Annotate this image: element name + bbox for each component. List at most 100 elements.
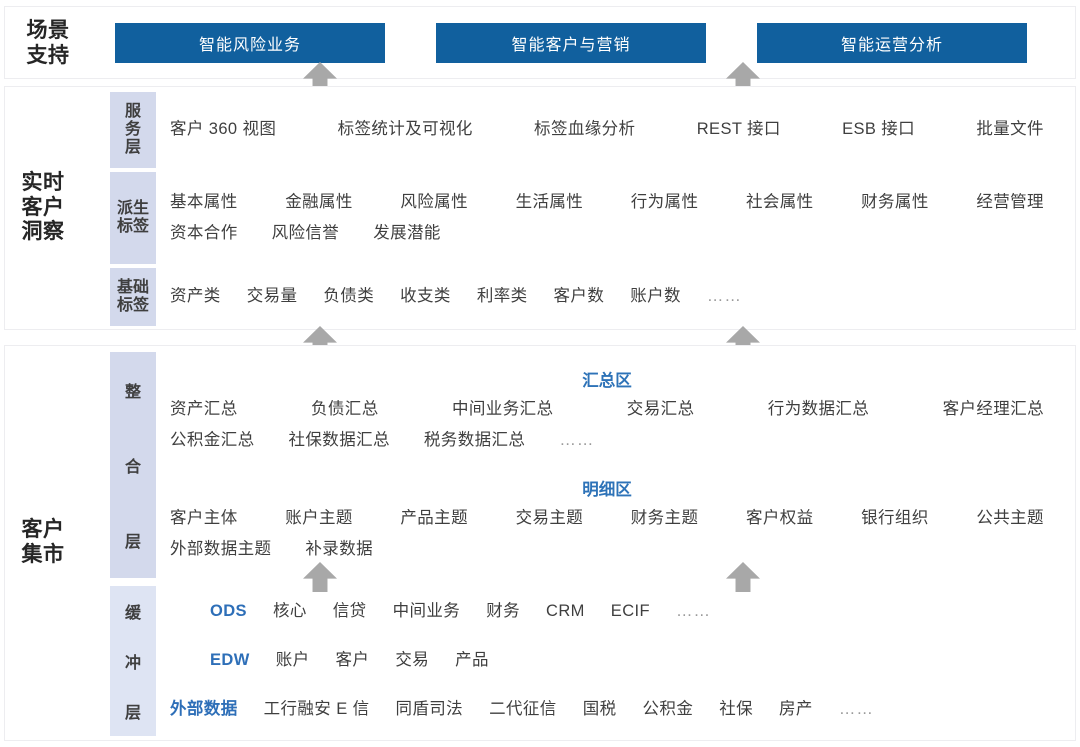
scene-support-section: 场景 支持 智能风险业务 智能客户与营销 智能运营分析 [4,6,1076,79]
scene-support-group-label: 场景 支持 [5,7,91,80]
buffer-ods-ecif[interactable]: ECIF [610,602,650,621]
scene-button-customer-marketing[interactable]: 智能客户与营销 [436,23,706,63]
detail-item-transaction-subject[interactable]: 交易主题 [515,509,584,528]
derived-item-life[interactable]: 生活属性 [515,192,584,211]
basic-item-account-count[interactable]: 账户数 [630,287,681,306]
derived-item-credit[interactable]: 风险信誉 [271,224,340,242]
detail-item-public-subject[interactable]: 公共主题 [976,509,1044,528]
basic-item-interest-rate[interactable]: 利率类 [476,287,528,306]
insight-label-line-3: 洞察 [21,220,65,244]
summary-item-ellipsis: …… [559,431,595,450]
basic-item-liabilities[interactable]: 负债类 [323,287,375,306]
buffer-ods-credit[interactable]: 信贷 [332,602,367,621]
derived-item-finance[interactable]: 财务属性 [861,192,929,211]
buffer-layer-row: 缓 冲 层 ODS 核心 信贷 中间业务 财务 CRM ECIF …… [110,586,1066,736]
service-layer-band: 服 务 层 [110,92,156,168]
derived-tag-layer-label: 派生 标签 [115,200,151,236]
summary-zone-row-2: 公积金汇总 社保数据汇总 税务数据汇总 …… [170,425,1044,456]
buffer-external-social-security[interactable]: 社保 [719,700,754,719]
derived-item-risk[interactable]: 风险属性 [400,192,468,211]
derived-item-financial[interactable]: 金融属性 [285,192,353,211]
service-item-esb-api[interactable]: ESB 接口 [842,120,916,139]
summary-item-intermediary[interactable]: 中间业务汇总 [452,400,554,419]
derived-item-basic[interactable]: 基本属性 [170,192,238,211]
detail-zone-row-2: 外部数据主题 补录数据 [170,534,1044,565]
buffer-edw-product[interactable]: 产品 [455,651,489,670]
detail-item-bank-org[interactable]: 银行组织 [861,509,929,528]
buffer-edw-account[interactable]: 账户 [275,651,310,670]
basic-item-customer-count[interactable]: 客户数 [553,287,605,306]
summary-item-behavior-data[interactable]: 行为数据汇总 [767,400,870,419]
summary-item-housing-fund[interactable]: 公积金汇总 [170,431,255,450]
summary-item-account-manager[interactable]: 客户经理汇总 [942,400,1044,419]
service-layer-char-2: 务 [124,121,141,139]
buffer-layer-label: 缓 冲 层 [125,586,141,736]
buffer-external-tongdun-judicial[interactable]: 同盾司法 [395,700,464,719]
buffer-external-housing-fund[interactable]: 公积金 [642,700,694,719]
derived-tag-layer-row: 派生 标签 基本属性 金融属性 风险属性 生活属性 行为属性 社会属性 财务属性… [110,172,1066,264]
integration-layer-label: 整 合 层 [125,352,141,578]
scene-button-row: 智能风险业务 智能客户与营销 智能运营分析 [115,23,1027,63]
basic-item-assets[interactable]: 资产类 [170,287,221,306]
summary-zone-title: 汇总区 [582,372,632,391]
service-item-batch-file[interactable]: 批量文件 [976,120,1044,139]
buffer-ods-intermediary[interactable]: 中间业务 [392,602,461,621]
detail-item-supplementary-data[interactable]: 补录数据 [305,540,374,559]
detail-item-customer-entity[interactable]: 客户主体 [170,509,238,528]
derived-item-operation[interactable]: 经营管理 [976,192,1044,211]
detail-zone-row-1: 客户主体 账户主题 产品主题 交易主题 财务主题 客户权益 银行组织 公共主题 [170,503,1044,534]
buffer-edw-transaction[interactable]: 交易 [395,651,430,670]
detail-item-customer-rights[interactable]: 客户权益 [745,509,814,528]
derived-item-social[interactable]: 社会属性 [745,192,814,211]
basic-tag-items: 资产类 交易量 负债类 收支类 利率类 客户数 账户数 …… [170,281,1044,312]
buffer-ods-core[interactable]: 核心 [272,602,307,621]
summary-item-transaction[interactable]: 交易汇总 [626,400,695,419]
buffer-edw-accent[interactable]: EDW [210,651,250,670]
buffer-row-ods: ODS 核心 信贷 中间业务 财务 CRM ECIF …… [156,592,1058,632]
basic-item-income-expense[interactable]: 收支类 [400,287,451,306]
buffer-edw-customer[interactable]: 客户 [335,651,370,670]
service-item-rest-api[interactable]: REST 接口 [696,120,781,139]
basic-label-line-1: 基础 [116,279,149,297]
derived-item-behavior[interactable]: 行为属性 [630,192,699,211]
service-item-tag-stats[interactable]: 标签统计及可视化 [337,120,473,139]
derived-tag-row-1: 基本属性 金融属性 风险属性 生活属性 行为属性 社会属性 财务属性 经营管理 [170,187,1044,218]
buffer-label-char-1: 缓 [124,605,141,622]
buffer-external-tax[interactable]: 国税 [582,700,617,719]
basic-label-line-2: 标签 [116,297,149,314]
detail-item-external-data-subject[interactable]: 外部数据主题 [170,540,272,559]
buffer-external-accent[interactable]: 外部数据 [170,700,238,719]
summary-item-liabilities[interactable]: 负债汇总 [311,400,379,419]
scene-button-operations-analytics[interactable]: 智能运营分析 [757,23,1027,63]
buffer-ods-finance[interactable]: 财务 [486,602,521,621]
buffer-layer-band: 缓 冲 层 [110,586,156,736]
integration-label-char-3: 层 [124,534,141,552]
buffer-ods-crm[interactable]: CRM [546,602,585,621]
summary-item-assets[interactable]: 资产汇总 [170,400,238,419]
insight-label-line-1: 实时 [21,170,65,194]
derived-tag-layer-content: 基本属性 金融属性 风险属性 生活属性 行为属性 社会属性 财务属性 经营管理 … [156,179,1058,257]
derived-item-potential[interactable]: 发展潜能 [373,224,441,242]
summary-item-social-security[interactable]: 社保数据汇总 [288,431,390,450]
summary-item-tax-data[interactable]: 税务数据汇总 [423,431,526,450]
service-item-customer360[interactable]: 客户 360 视图 [170,120,277,139]
buffer-ods-accent[interactable]: ODS [210,602,247,621]
scene-button-risk[interactable]: 智能风险业务 [115,23,385,63]
buffer-external-ellipsis: …… [838,700,874,719]
insight-label-line-2: 客户 [21,195,65,219]
basic-item-transaction-volume[interactable]: 交易量 [246,287,298,306]
detail-item-account-subject[interactable]: 账户主题 [285,509,353,528]
basic-item-ellipsis: …… [706,287,742,306]
buffer-external-credit-report[interactable]: 二代征信 [489,700,557,719]
service-item-tag-lineage[interactable]: 标签血缘分析 [534,120,636,139]
detail-item-product-subject[interactable]: 产品主题 [400,509,468,528]
buffer-external-real-estate[interactable]: 房产 [779,700,813,719]
detail-item-finance-subject[interactable]: 财务主题 [630,509,699,528]
buffer-external-icbc-rongan[interactable]: 工行融安 E 信 [263,700,370,719]
scene-label-line-1: 场景 [26,18,70,42]
integration-layer-row: 整 合 层 汇总区 资产汇总 负债汇总 中间业务汇总 交易汇总 行为数据汇总 客… [110,352,1066,578]
service-layer-row: 服 务 层 客户 360 视图 标签统计及可视化 标签血缘分析 REST 接口 … [110,92,1066,168]
derived-item-capital[interactable]: 资本合作 [170,224,238,242]
basic-tag-layer-content: 资产类 交易量 负债类 收支类 利率类 客户数 账户数 …… [156,273,1058,321]
